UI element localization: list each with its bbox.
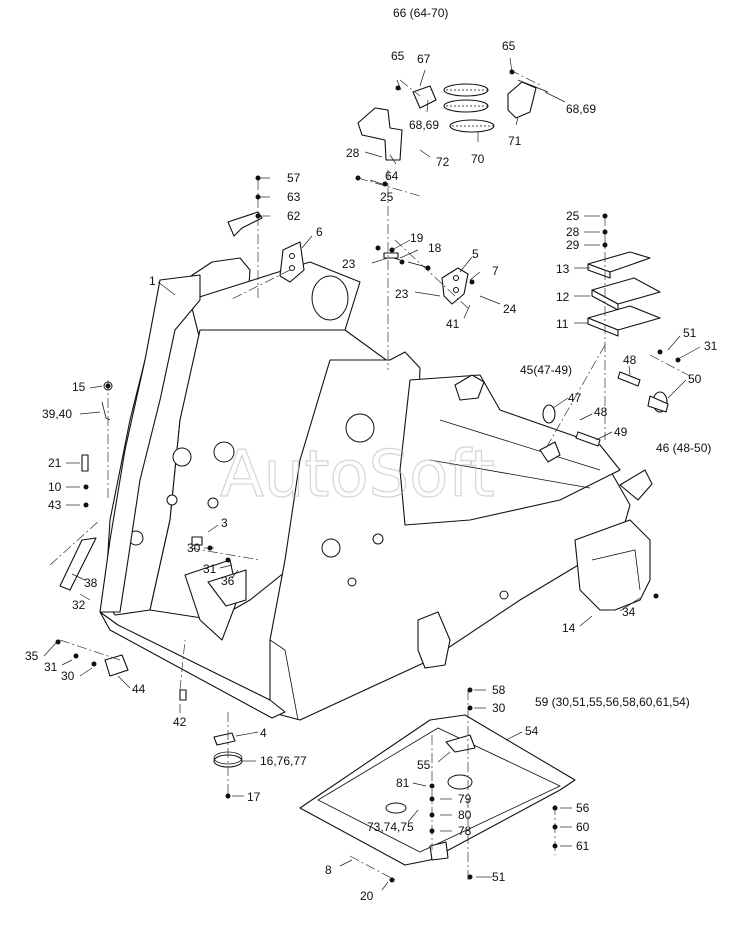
callout-14: 14 xyxy=(562,621,576,635)
callout-66: 66 (64-70) xyxy=(393,6,448,20)
counterweights xyxy=(587,251,661,337)
fastener-dots xyxy=(55,69,681,883)
lower-hardware xyxy=(179,689,243,768)
callout-30-left: 30 xyxy=(187,541,201,555)
callout-48-lower: 48 xyxy=(594,405,608,419)
callout-30-right: 30 xyxy=(492,701,506,715)
callout-25-upper: 25 xyxy=(380,190,394,204)
callout-21: 21 xyxy=(48,456,62,470)
callout-17: 17 xyxy=(247,790,261,804)
pivot-pins xyxy=(542,371,669,447)
callout-25-right: 25 xyxy=(566,209,580,223)
callout-4: 4 xyxy=(260,726,267,740)
callout-31-left: 31 xyxy=(203,562,217,576)
callout-51-bottom: 51 xyxy=(492,870,506,884)
callout-47: 47 xyxy=(568,391,582,405)
callout-35: 35 xyxy=(25,649,39,663)
callout-6: 6 xyxy=(316,225,323,239)
callout-3: 3 xyxy=(221,516,228,530)
callout-31-bottom: 31 xyxy=(44,660,58,674)
callout-64: 64 xyxy=(385,169,399,183)
callout-28-upper: 28 xyxy=(346,146,360,160)
callout-57: 57 xyxy=(287,171,301,185)
callout-10: 10 xyxy=(48,480,62,494)
callout-65-right: 65 xyxy=(502,39,516,53)
cab-bracket-assembly xyxy=(357,79,549,161)
callout-38: 38 xyxy=(84,576,98,590)
callout-20: 20 xyxy=(360,889,374,903)
callout-62: 62 xyxy=(287,209,301,223)
callout-81: 81 xyxy=(396,776,410,790)
callout-18: 18 xyxy=(428,241,442,255)
callout-70: 70 xyxy=(471,152,485,166)
callout-68-69-left: 68,69 xyxy=(409,118,439,132)
callout-80: 80 xyxy=(458,808,472,822)
callout-71: 71 xyxy=(508,134,522,148)
callout-39-40: 39,40 xyxy=(42,407,72,421)
watermark-text: AutoSoft xyxy=(220,438,495,512)
callout-43: 43 xyxy=(48,498,62,512)
callout-8: 8 xyxy=(325,863,332,877)
callout-23-left: 23 xyxy=(342,257,356,271)
callout-46-group: 46 (48-50) xyxy=(656,441,711,455)
callout-1: 1 xyxy=(149,274,156,288)
callout-55: 55 xyxy=(417,758,431,772)
callout-44: 44 xyxy=(132,682,146,696)
floor-pan xyxy=(299,714,576,866)
callout-65-left: 65 xyxy=(391,49,405,63)
callout-5: 5 xyxy=(472,247,479,261)
callout-28-right: 28 xyxy=(566,225,580,239)
callout-61: 61 xyxy=(576,839,590,853)
callout-60: 60 xyxy=(576,820,590,834)
callout-72: 72 xyxy=(436,155,450,169)
callout-16-76-77: 16,76,77 xyxy=(260,754,307,768)
callout-30-bottom: 30 xyxy=(61,669,75,683)
callout-13: 13 xyxy=(556,262,570,276)
callout-79: 79 xyxy=(458,792,472,806)
callout-58: 58 xyxy=(492,683,506,697)
main-frame xyxy=(99,257,653,721)
callout-45-group: 45(47-49) xyxy=(520,363,572,377)
callout-51-upper: 51 xyxy=(683,326,697,340)
callout-68-69-right: 68,69 xyxy=(566,102,596,116)
callout-34: 34 xyxy=(622,605,636,619)
callout-50: 50 xyxy=(688,372,702,386)
callout-63: 63 xyxy=(287,190,301,204)
callout-24: 24 xyxy=(503,302,517,316)
callout-42: 42 xyxy=(173,715,187,729)
callout-12: 12 xyxy=(556,290,570,304)
callout-67: 67 xyxy=(417,52,431,66)
callout-41: 41 xyxy=(446,317,460,331)
callout-7: 7 xyxy=(492,264,499,278)
callout-54: 54 xyxy=(525,724,539,738)
callout-31-right: 31 xyxy=(704,339,718,353)
callout-labels: 66 (64-70) 65 67 65 68,69 68,69 71 70 28… xyxy=(25,6,718,903)
callout-48-upper: 48 xyxy=(623,353,637,367)
callout-36: 36 xyxy=(221,574,235,588)
spring-70 xyxy=(443,83,495,133)
callout-49: 49 xyxy=(614,425,628,439)
callout-11: 11 xyxy=(556,317,569,331)
callout-15: 15 xyxy=(72,380,86,394)
callout-59-group: 59 (30,51,55,56,58,60,61,54) xyxy=(535,695,690,709)
callout-73-74-75: 73,74,75 xyxy=(367,820,414,834)
callout-19: 19 xyxy=(410,231,424,245)
callout-56: 56 xyxy=(576,801,590,815)
callout-78: 78 xyxy=(458,824,472,838)
assembly-lines xyxy=(49,69,691,881)
callout-23-right: 23 xyxy=(395,287,409,301)
callout-29: 29 xyxy=(566,238,580,252)
callout-32: 32 xyxy=(72,598,86,612)
